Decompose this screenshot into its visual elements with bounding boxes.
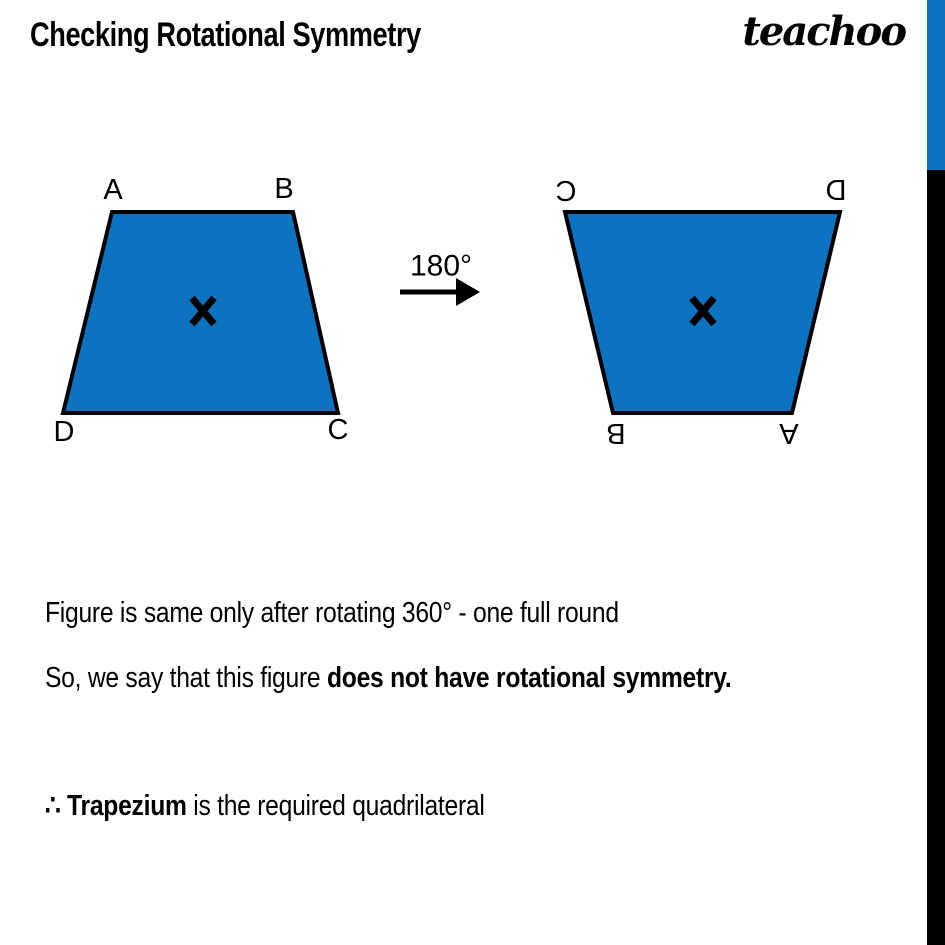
right-vertex-c-label: C	[556, 174, 577, 206]
left-vertex-d-label: D	[54, 416, 75, 448]
rotation-angle-label: 180°	[410, 250, 472, 283]
therefore-symbol: ∴	[45, 790, 68, 822]
right-vertex-d-label: D	[826, 173, 847, 205]
edge-bar-blue	[927, 0, 945, 170]
note-line-3-rest-text: is the required quadrilateral	[186, 790, 485, 822]
note-line-1: Figure is same only after rotating 360° …	[45, 597, 619, 630]
note-line-2: So, we say that this figure does not hav…	[45, 662, 732, 695]
rotation-arrow	[400, 278, 480, 306]
right-rotation-center-marker	[689, 295, 717, 327]
right-vertex-b-label: B	[606, 417, 625, 449]
left-vertex-c-label: C	[328, 414, 349, 446]
note-line-3: ∴ Trapezium is the required quadrilatera…	[45, 790, 485, 823]
note-line-2-bold-text: does not have rotational symmetry.	[326, 662, 732, 694]
left-vertex-b-label: B	[274, 173, 293, 205]
page-title: Checking Rotational Symmetry	[30, 16, 421, 54]
right-vertex-a-label: A	[779, 417, 799, 449]
note-line-3-bold-text: Trapezium	[67, 790, 187, 822]
edge-bar-black	[927, 170, 945, 945]
arrowhead-icon	[456, 278, 480, 306]
note-line-2-regular-text: So, we say that this figure	[45, 662, 327, 694]
left-rotation-center-marker	[189, 295, 217, 327]
teachoo-logo: teachoo	[742, 8, 907, 55]
left-vertex-a-label: A	[103, 174, 123, 206]
note-line-1-text: Figure is same only after rotating 360° …	[45, 597, 619, 629]
